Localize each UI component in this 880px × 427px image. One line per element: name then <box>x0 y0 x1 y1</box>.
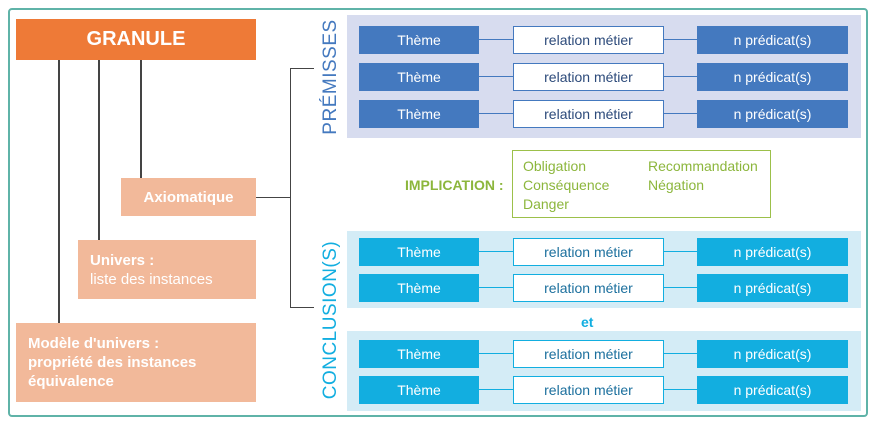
theme-cell: Thème <box>359 238 479 266</box>
implication-danger: Danger <box>523 196 569 212</box>
theme-cell: Thème <box>359 376 479 404</box>
implication-label: IMPLICATION : <box>405 177 504 193</box>
univers-title: Univers : <box>90 251 155 269</box>
row-connector <box>479 113 513 114</box>
row-connector <box>479 353 513 354</box>
premisse-row: Thème relation métier n prédicat(s) <box>359 100 848 128</box>
conclusion-row: Thème relation métier n prédicat(s) <box>359 376 848 404</box>
et-separator: et <box>581 314 594 330</box>
implication-box: Obligation Conséquence Danger Recommanda… <box>512 150 771 218</box>
implication-consequence: Conséquence <box>523 177 610 193</box>
conclusion-row: Thème relation métier n prédicat(s) <box>359 340 848 368</box>
premisses-label: PRÉMISSES <box>320 19 341 135</box>
row-connector <box>664 389 697 390</box>
relation-cell: relation métier <box>513 340 664 368</box>
relation-cell: relation métier <box>513 274 664 302</box>
modele-univers-box: Modèle d'univers : propriété des instanc… <box>16 323 256 402</box>
theme-cell: Thème <box>359 274 479 302</box>
row-connector <box>664 353 697 354</box>
implication-obligation: Obligation <box>523 158 587 174</box>
theme-cell: Thème <box>359 26 479 54</box>
row-connector <box>664 113 697 114</box>
theme-cell: Thème <box>359 100 479 128</box>
row-connector <box>664 287 697 288</box>
bracket-bottom <box>290 307 314 308</box>
predicat-cell: n prédicat(s) <box>697 26 848 54</box>
bracket-top <box>290 68 314 69</box>
predicat-cell: n prédicat(s) <box>697 340 848 368</box>
connector-axiomatique <box>140 60 142 178</box>
theme-cell: Thème <box>359 340 479 368</box>
connector-univers <box>98 60 100 240</box>
granule-label: GRANULE <box>86 28 186 50</box>
predicat-cell: n prédicat(s) <box>697 238 848 266</box>
bracket-stem <box>256 197 290 198</box>
conclusion-row: Thème relation métier n prédicat(s) <box>359 238 848 266</box>
modele-line-1: propriété des instances <box>28 354 197 371</box>
predicat-cell: n prédicat(s) <box>697 63 848 91</box>
conclusion-row: Thème relation métier n prédicat(s) <box>359 274 848 302</box>
row-connector <box>664 76 697 77</box>
connector-modele <box>58 60 60 323</box>
diagram-frame <box>8 8 868 417</box>
row-connector <box>479 39 513 40</box>
theme-cell: Thème <box>359 63 479 91</box>
relation-cell: relation métier <box>513 100 664 128</box>
row-connector <box>664 251 697 252</box>
implication-recommandation: Recommandation <box>648 158 758 174</box>
relation-cell: relation métier <box>513 63 664 91</box>
relation-cell: relation métier <box>513 238 664 266</box>
axiomatique-label: Axiomatique <box>143 188 234 206</box>
relation-cell: relation métier <box>513 26 664 54</box>
row-connector <box>479 287 513 288</box>
predicat-cell: n prédicat(s) <box>697 100 848 128</box>
granule-box: GRANULE <box>16 19 256 60</box>
univers-box: Univers : liste des instances <box>78 240 256 299</box>
premisse-row: Thème relation métier n prédicat(s) <box>359 63 848 91</box>
univers-subtitle: liste des instances <box>90 270 213 288</box>
modele-line-2: équivalence <box>28 373 114 390</box>
bracket-vertical <box>290 68 291 308</box>
predicat-cell: n prédicat(s) <box>697 376 848 404</box>
row-connector <box>664 39 697 40</box>
row-connector <box>479 389 513 390</box>
relation-cell: relation métier <box>513 376 664 404</box>
modele-title: Modèle d'univers : <box>28 335 160 352</box>
row-connector <box>479 251 513 252</box>
premisse-row: Thème relation métier n prédicat(s) <box>359 26 848 54</box>
predicat-cell: n prédicat(s) <box>697 274 848 302</box>
axiomatique-box: Axiomatique <box>121 178 256 216</box>
conclusions-label: CONCLUSION(S) <box>320 240 341 400</box>
row-connector <box>479 76 513 77</box>
implication-negation: Négation <box>648 177 705 193</box>
